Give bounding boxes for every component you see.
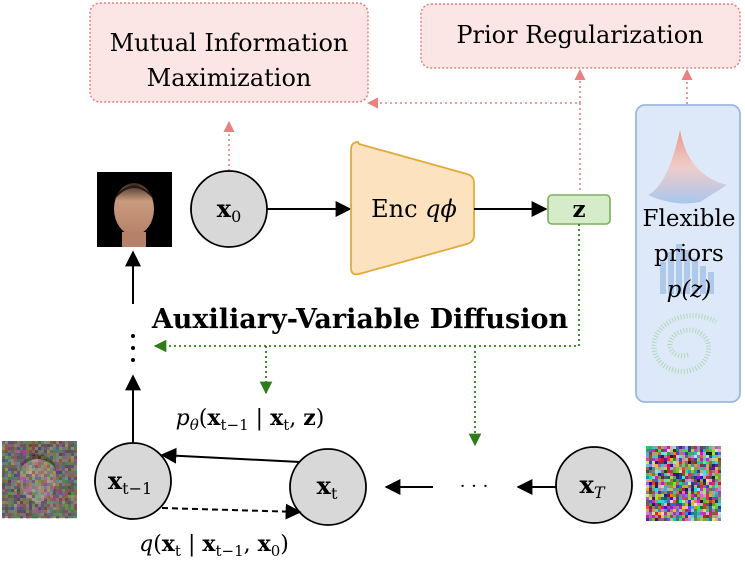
xT-node [555,446,633,524]
mutual-information-box [89,2,369,103]
swiss-roll-icon [651,313,718,374]
vertical-ellipsis [131,334,135,362]
mutual-information-label-line1: Mutual Information [110,29,349,57]
forward-step-arrow [161,503,302,520]
z-label: z [572,196,585,223]
xt-label: xt [317,471,338,503]
clean-face-image [97,172,172,247]
prior-regularization-box [420,3,741,69]
flexible-label-line1: Flexible [643,206,736,232]
z-conditioning-path [153,224,580,353]
xt-node [289,448,367,526]
xt-minus-1-label: xt−1 [108,466,152,498]
q-label: q(xt | xt−1, x0) [139,531,289,560]
ptheta-label: pθ(xt−1 | xt, z) [176,405,325,434]
encoder-block [350,141,475,276]
xt-minus-1-node [94,442,172,520]
mutual-information-label-line2: Maximization [147,64,312,92]
horizontal-ellipsis: · · · [460,476,489,497]
pure-noise-image [646,446,721,521]
gaussian-surface-icon [648,130,727,204]
prior-pz-label: p(z) [667,277,712,303]
encoder-label: Enc qϕ [371,195,457,223]
auxiliary-diffusion-title: Auxiliary-Variable Diffusion [151,304,569,335]
reverse-step-arrow [160,447,301,464]
prior-regularization-label: Prior Regularization [456,21,703,49]
noisy-face-image [2,441,77,519]
x0-label: x0 [217,194,242,226]
xT-label: xT [580,470,606,502]
histogram-icon [660,244,714,294]
flexible-label-line2: priors [654,241,724,267]
